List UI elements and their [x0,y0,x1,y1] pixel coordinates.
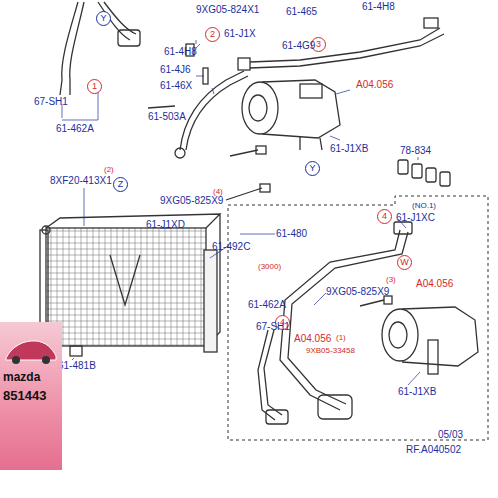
callout-letter: 1 [88,80,101,93]
callout-circle [398,256,412,270]
part-number: A04.056 [294,333,331,344]
callout-circle [306,162,320,176]
part-number: 61-4H8 [362,1,395,12]
callout-circle [114,178,128,192]
part-number: 61-462A [248,299,286,310]
callout-circles [88,12,412,330]
watermark-box: mazda851443 [0,322,62,470]
part-number: RF.A040502 [406,444,461,455]
part-number: 61-492C [212,241,250,252]
car-logo [2,328,60,368]
part-number: (NO.1) [412,201,436,210]
part-number: 61-J1XC [396,212,435,223]
part-number: 61-465 [286,6,317,17]
part-number: 61-480 [276,228,307,239]
part-number: (3000) [258,262,281,271]
callout-letter: 4 [276,316,289,329]
callout-circle [97,12,111,26]
callout-circle [206,28,220,42]
callout-letter: Y [97,12,110,25]
brand-name: mazda [0,368,62,386]
part-number: 05/03 [438,429,463,440]
part-number: 61-J1XB [398,386,436,397]
part-number: 61-4J6 [160,64,191,75]
part-number: 61-4H8 [164,46,197,57]
leader-lines [62,40,420,385]
callout-letter: Z [114,178,127,191]
part-number: 61-J1XD [146,219,185,230]
callout-letter: Y [306,162,319,175]
part-number: (4) [213,187,223,196]
part-number: A04.056 [416,278,453,289]
part-number: 61-J1X [224,28,256,39]
callout-letter: 3 [312,38,325,51]
part-number: 61-46X [160,80,192,91]
callout-circle [88,80,102,94]
phone-number: 851443 [0,386,62,405]
callout-letter: 2 [206,28,219,41]
part-number: (1) [336,333,346,342]
part-number: 9XG05-824X1 [196,4,259,15]
part-number: 67-SH1 [34,96,68,107]
part-number: 9XG05-825X9 [160,195,223,206]
part-number: 61-481B [58,360,96,371]
part-number: 78-834 [400,145,431,156]
part-number: 61-4G9 [282,40,315,51]
part-number: A04.056 [356,79,393,90]
part-number: 61-503A [148,111,186,122]
part-number: 9XB05-33458 [306,346,355,355]
part-number: 9XG05-825X9 [326,286,389,297]
part-number: 8XF20-413X1 [50,175,112,186]
part-number: (3) [386,275,396,284]
hoses [40,2,488,440]
part-number: 61-462A [56,123,94,134]
part-number: 61-J1XB [330,143,368,154]
part-number: (2) [104,165,114,174]
callout-letter: W [398,256,411,269]
callout-letter: 4 [378,210,391,223]
callout-circle [378,210,392,224]
